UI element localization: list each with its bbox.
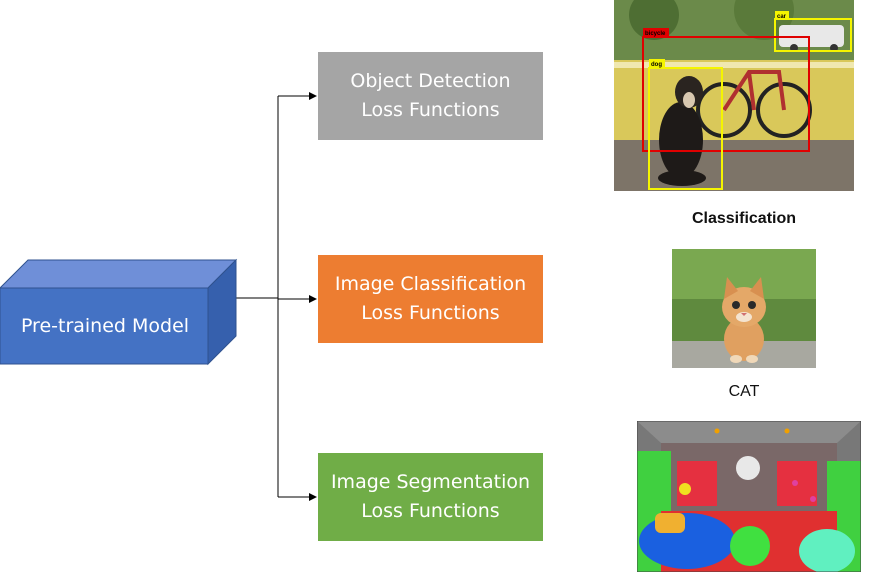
object-detection-image: car bicycle dog xyxy=(614,0,854,191)
classification-heading: Classification xyxy=(691,210,797,227)
bicycle-bounding-box xyxy=(642,36,810,152)
model-label: Pre-trained Model xyxy=(20,315,190,337)
image-classification-box: Image Classification Loss Functions xyxy=(318,255,543,343)
model-box-front xyxy=(0,287,209,365)
car-tag: car xyxy=(777,14,787,20)
pretrained-model-box xyxy=(0,258,238,366)
image-segmentation-box: Image Segmentation Loss Functions xyxy=(318,453,543,541)
model-box-top xyxy=(0,259,238,289)
segmentation-image xyxy=(637,421,861,572)
cat-caption: CAT xyxy=(728,383,760,400)
bicycle-tag: bicycle xyxy=(645,31,666,37)
object-detection-box: Object Detection Loss Functions xyxy=(318,52,543,140)
car-bounding-box xyxy=(774,18,852,52)
cat-image xyxy=(672,249,816,368)
dog-tag: dog xyxy=(651,62,662,68)
dog-bounding-box xyxy=(648,67,723,190)
